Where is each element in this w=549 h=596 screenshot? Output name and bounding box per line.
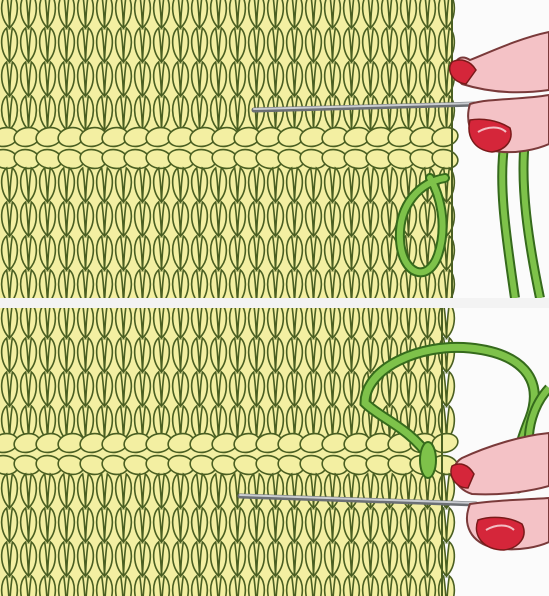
panel-bottom — [0, 308, 549, 596]
finger-icon — [450, 32, 549, 152]
panel-divider — [0, 298, 549, 308]
knitted-fabric-icon — [0, 308, 460, 596]
finger-icon — [451, 433, 549, 550]
knit-stitch — [447, 308, 455, 338]
knitting-step-top — [0, 0, 549, 298]
knit-stitch — [447, 508, 455, 542]
panel-top — [0, 0, 549, 298]
knitted-fabric-icon — [0, 0, 460, 298]
knit-stitch — [447, 576, 455, 596]
knit-stitch — [447, 372, 455, 406]
knitting-step-bottom — [0, 308, 549, 596]
knit-stitch — [447, 0, 455, 28]
knit-stitch — [447, 542, 455, 576]
